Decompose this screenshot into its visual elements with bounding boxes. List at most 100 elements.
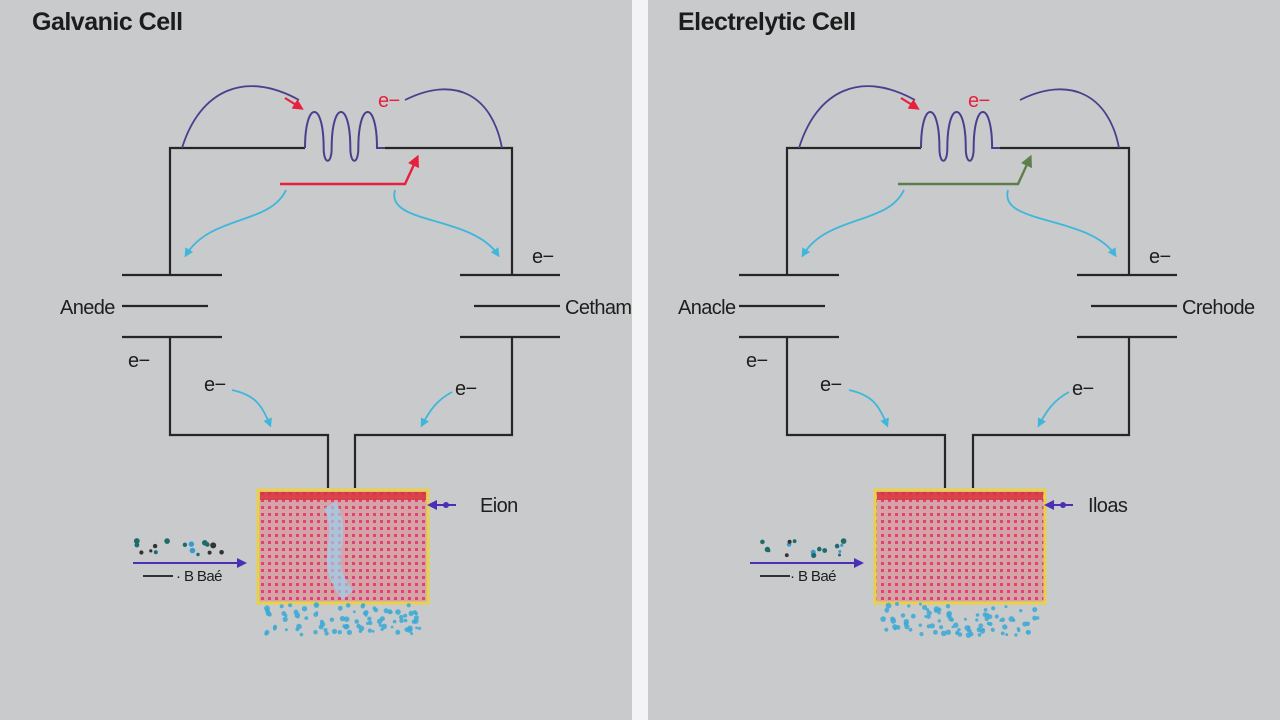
precipitate-dot bbox=[941, 630, 947, 637]
resistor-coil bbox=[304, 111, 385, 162]
precipitate-dot bbox=[955, 631, 959, 635]
electron-label-mid-left: e− bbox=[820, 374, 842, 396]
electron-label-right: e− bbox=[1149, 246, 1171, 268]
precipitate-dot bbox=[893, 627, 897, 631]
precipitate-dot bbox=[957, 632, 963, 637]
precipitate-dot bbox=[337, 605, 343, 611]
precipitate-dot bbox=[1025, 630, 1029, 634]
galvanic-title: Galvanic Cell bbox=[32, 8, 183, 36]
particle bbox=[196, 552, 200, 557]
precipitate-dot bbox=[279, 604, 284, 609]
arc-left bbox=[798, 85, 916, 149]
precipitate-dot bbox=[265, 610, 271, 617]
precipitate-dot bbox=[331, 628, 338, 635]
precipitate-dot bbox=[945, 604, 951, 609]
precipitate-dot bbox=[392, 619, 397, 624]
particle bbox=[840, 543, 844, 547]
galvanic-cell-panel: Galvanic Cell e− e− Anede Cetham e− e− e… bbox=[0, 0, 632, 720]
precipitate-dot bbox=[975, 618, 979, 622]
wire-top-right bbox=[385, 146, 514, 275]
current-arrow bbox=[898, 154, 1032, 186]
precipitate-dot bbox=[364, 610, 369, 615]
precipitate-dot bbox=[951, 625, 955, 629]
membrane-top-band bbox=[877, 492, 1043, 500]
flow-arrow-upper-left bbox=[801, 189, 905, 258]
precipitate-dot bbox=[1012, 618, 1016, 622]
precipitate-dot bbox=[908, 627, 913, 632]
precipitate-dot bbox=[904, 624, 910, 630]
precipitate-dot bbox=[337, 630, 342, 635]
precipitate-dot bbox=[339, 615, 346, 622]
particle bbox=[149, 549, 153, 553]
precipitate-dot bbox=[991, 606, 996, 611]
precipitate-dot bbox=[994, 614, 999, 619]
precipitate-dot bbox=[282, 616, 288, 623]
precipitate-dot bbox=[1000, 631, 1005, 636]
cathode-label: Cetham bbox=[565, 297, 632, 319]
cathode-label: Crehode bbox=[1182, 297, 1255, 319]
precipitate-dot bbox=[988, 622, 993, 626]
precipitate-dot bbox=[383, 608, 389, 614]
electron-arrow-top bbox=[284, 97, 304, 110]
anode-label: Anede bbox=[60, 297, 115, 319]
precipitate-dot bbox=[406, 603, 411, 608]
precipitate-dot bbox=[910, 613, 916, 619]
precipitate-dot bbox=[975, 613, 980, 617]
precipitate-dot bbox=[895, 625, 901, 630]
precipitate-dot bbox=[352, 610, 356, 614]
particle bbox=[139, 550, 144, 555]
precipitate-dot bbox=[1002, 624, 1008, 630]
ion-label: Eion bbox=[480, 495, 518, 517]
wire-top-left bbox=[168, 146, 305, 275]
precipitate-dot bbox=[945, 629, 951, 635]
wire-bottom-left bbox=[785, 337, 947, 488]
galvanic-diagram bbox=[122, 85, 560, 637]
particle bbox=[838, 550, 842, 553]
particle bbox=[182, 542, 188, 547]
precipitate-dot bbox=[368, 620, 373, 626]
wire-bottom-left bbox=[168, 337, 330, 488]
precipitate-dot bbox=[1019, 609, 1023, 613]
particle bbox=[811, 552, 817, 559]
particle bbox=[822, 548, 828, 553]
precipitate-dot bbox=[984, 616, 990, 622]
ion-channel bbox=[323, 501, 354, 600]
precipitate-dot bbox=[378, 623, 382, 627]
precipitate-dot bbox=[390, 625, 394, 629]
membrane-top-band bbox=[260, 492, 426, 500]
precipitate-dot bbox=[919, 632, 924, 637]
precipitate-dot bbox=[415, 626, 418, 630]
precipitate-dot bbox=[926, 614, 931, 619]
precipitate-dot bbox=[354, 619, 360, 624]
precipitate-dot bbox=[884, 627, 889, 632]
electron-label-right: e− bbox=[532, 246, 554, 268]
precipitate-dot bbox=[293, 609, 299, 615]
electron-label-mid-left: e− bbox=[204, 374, 226, 396]
particle bbox=[219, 550, 224, 555]
precipitate-dot bbox=[313, 630, 318, 635]
electron-label-left: e− bbox=[746, 350, 768, 372]
particle bbox=[784, 553, 789, 558]
precipitate-dot bbox=[367, 628, 372, 633]
precipitate-dot bbox=[926, 610, 932, 616]
precipitate-dot bbox=[937, 607, 942, 612]
precipitate-dot bbox=[983, 608, 988, 612]
precipitate-dot bbox=[406, 627, 413, 633]
arc-right bbox=[404, 88, 503, 149]
particle bbox=[164, 538, 170, 544]
precipitate-dot bbox=[395, 609, 401, 615]
precipitate-dot bbox=[413, 615, 419, 621]
particle bbox=[202, 540, 208, 546]
electrolytic-diagram bbox=[739, 85, 1177, 638]
electron-label-left: e− bbox=[128, 350, 150, 372]
precipitate-dot bbox=[281, 611, 287, 616]
membrane bbox=[873, 488, 1047, 605]
precipitate-dot bbox=[320, 621, 326, 627]
precipitate-dot bbox=[937, 619, 941, 623]
precipitate-dot bbox=[343, 616, 350, 622]
precipitate-dot bbox=[288, 603, 293, 608]
particle bbox=[210, 542, 217, 549]
precipitate-dot bbox=[295, 627, 300, 632]
precipitate-dot bbox=[273, 626, 277, 631]
precipitate-dot bbox=[313, 612, 319, 617]
